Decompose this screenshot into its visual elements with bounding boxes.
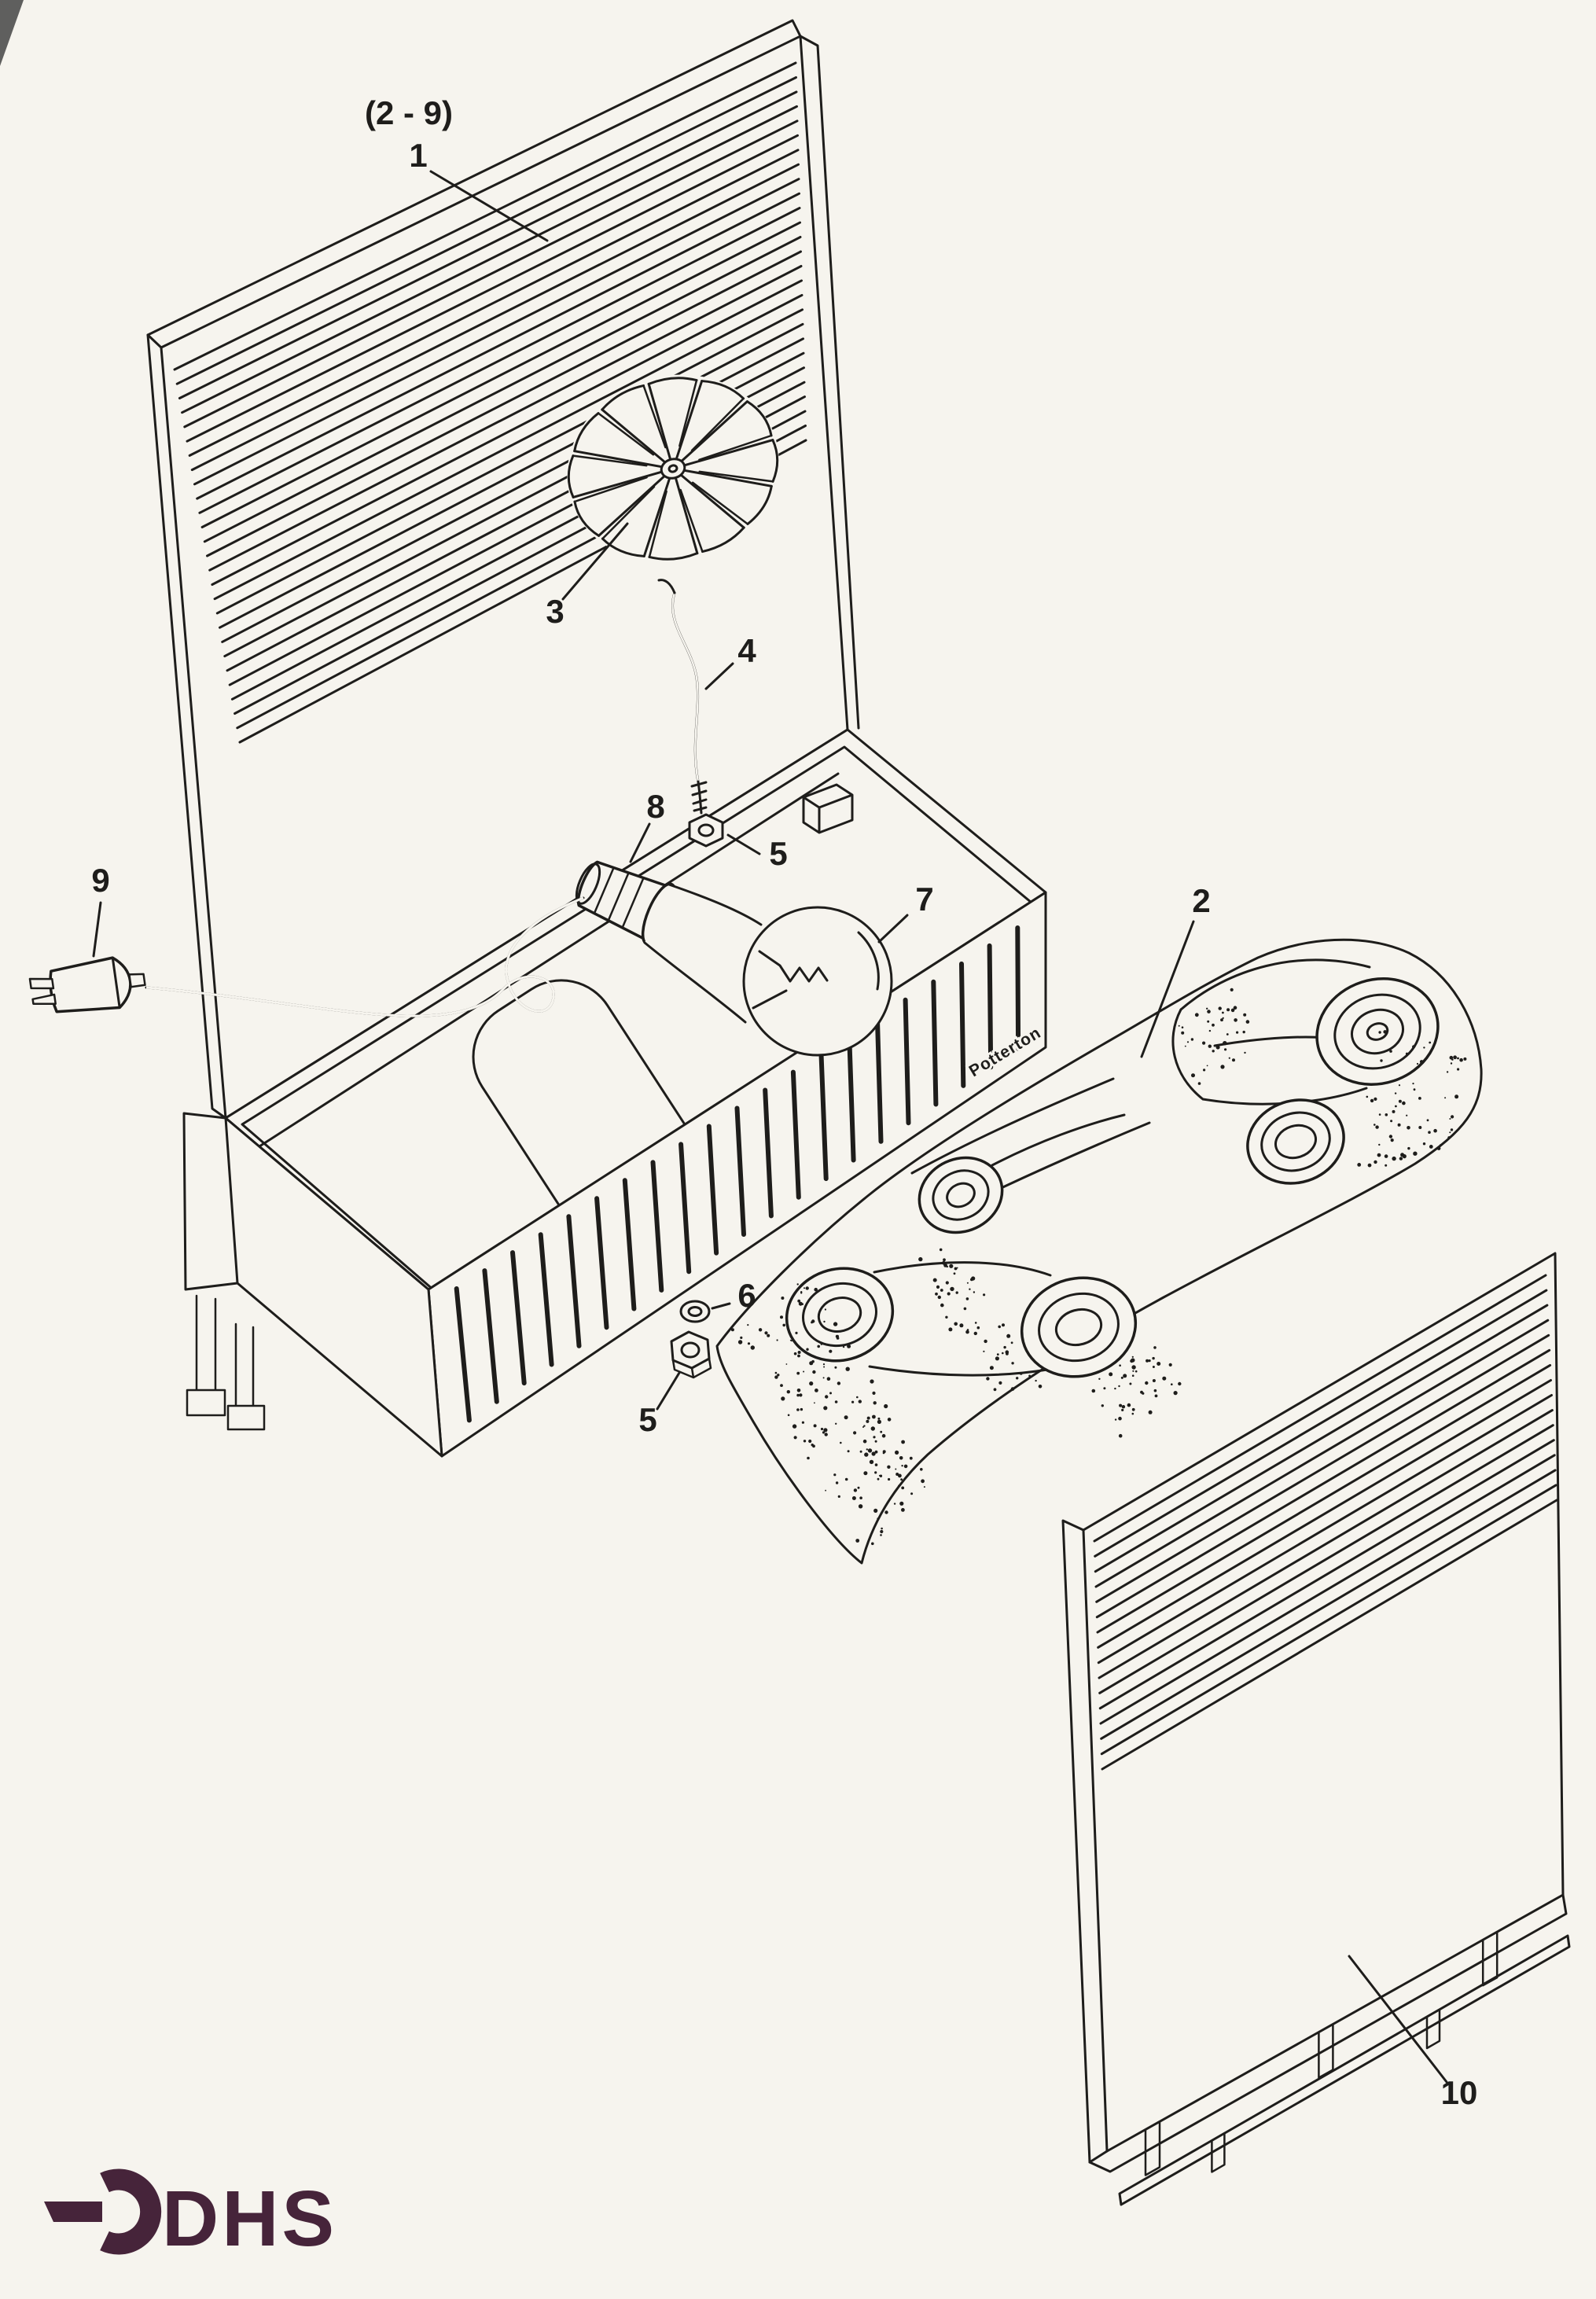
- leader-line-4: [704, 662, 734, 690]
- back-panel-assembly: [146, 19, 860, 1120]
- mid-log-edge: [991, 1113, 1126, 1167]
- holder-ridge: [621, 877, 645, 929]
- group-ref-label: (2 - 9): [365, 94, 453, 131]
- part-label-4: 4: [737, 632, 756, 669]
- top-log-upper-edge: [1179, 958, 1371, 1011]
- front-panel-left-edge: [1061, 1519, 1109, 2164]
- ribbed-grille: [173, 61, 807, 744]
- top-log-left-end: [1171, 1008, 1204, 1101]
- nut-5b-side: [671, 1357, 712, 1379]
- part-label-8: 8: [646, 788, 664, 825]
- front-panel-face: [1082, 1252, 1565, 2153]
- leader-line-7: [877, 914, 909, 944]
- spinner-fan: [567, 374, 779, 563]
- nut-5a-hex: [688, 813, 724, 848]
- nut-5b-hole: [680, 1341, 701, 1359]
- leader-line-9: [92, 901, 102, 958]
- bulb-filament: [752, 950, 829, 1010]
- part-label-9: 9: [91, 862, 109, 899]
- part-label-5b: 5: [638, 1401, 656, 1438]
- grain-line: [910, 1077, 1115, 1175]
- plug-cable-grip: [128, 973, 146, 988]
- leader-line-5a: [726, 833, 761, 855]
- logo-arrow-bar-icon: [44, 2202, 102, 2222]
- bulb-neck-fill: [645, 885, 761, 1022]
- bulb-neck-top: [667, 883, 763, 926]
- back-panel-top-edge: [146, 19, 802, 349]
- box-left-face: [224, 1116, 443, 1458]
- power-plug: [28, 956, 146, 1013]
- box-feet: [186, 1294, 266, 1431]
- dhs-logo: DHS: [44, 2168, 337, 2263]
- log-base-outline: [715, 938, 1483, 1565]
- vent-slots: [454, 925, 1021, 1423]
- log-end-rings-big: [1315, 977, 1440, 1086]
- leader-line-2: [1140, 920, 1195, 1058]
- washer-hole: [687, 1306, 703, 1317]
- leader-line-1: [429, 170, 549, 242]
- part-label-5a: 5: [769, 835, 787, 872]
- nut-5b: [670, 1330, 712, 1379]
- plug-detail-line: [111, 956, 121, 1010]
- base-rail: [1118, 1934, 1571, 2206]
- back-panel-right-edge: [799, 35, 860, 730]
- log-end-rings: [1020, 1276, 1138, 1378]
- thread-ticks: [690, 781, 708, 812]
- front-panel-bottom-edge: [1088, 1893, 1568, 2173]
- bulb-neck-bottom: [643, 941, 747, 1024]
- foot-right: [226, 1322, 266, 1431]
- part-label-2: 2: [1192, 882, 1210, 919]
- part-label-10: 10: [1441, 2074, 1478, 2111]
- heater-base-box: Potterton: [182, 728, 1047, 1458]
- leader-line-3: [561, 522, 629, 601]
- rod-hook-tip: [657, 579, 676, 594]
- callouts: (2 - 9) 1 3 4 5 8 7 9 6 5 2 10: [91, 94, 1477, 2111]
- part-label-3: 3: [546, 593, 564, 630]
- plug-body: [49, 956, 132, 1013]
- washer-outer: [679, 1300, 711, 1323]
- nut-5a: [688, 813, 724, 848]
- log-end-rings: [785, 1267, 895, 1363]
- rail-feet: [1211, 2008, 1441, 2173]
- bulb-globe: [742, 906, 893, 1057]
- leader-line-10: [1348, 1955, 1448, 2084]
- back-panel-left-edge: [146, 333, 227, 1120]
- front-panel-grille: [1093, 1274, 1558, 1771]
- part-label-7: 7: [915, 881, 933, 918]
- stipple-texture: [730, 988, 1467, 1546]
- washer-6: [679, 1300, 711, 1323]
- nut-5a-hole: [697, 823, 715, 837]
- bulb-highlight: [857, 931, 880, 991]
- leader-line-5b: [656, 1371, 681, 1411]
- foot-left: [186, 1294, 226, 1417]
- part-label-1: 1: [409, 137, 427, 174]
- light-bulb: [643, 883, 893, 1057]
- leader-line-8: [629, 822, 651, 863]
- box-left-outer-edge: [182, 1112, 239, 1291]
- logo-text: DHS: [162, 2175, 337, 2263]
- leader-line-6: [711, 1302, 731, 1310]
- holder-cap: [575, 863, 601, 905]
- scan-artifact: [0, 0, 24, 66]
- spindle-rod: [657, 579, 708, 815]
- power-cable: [145, 896, 585, 1017]
- holder-ridge: [607, 871, 630, 922]
- front-panel: [1061, 1252, 1571, 2206]
- floor-line: [258, 772, 840, 1148]
- plug-pin-top: [28, 977, 55, 990]
- holder-ridge: [593, 866, 615, 914]
- part-label-6: 6: [737, 1277, 756, 1314]
- nut-5b-hex: [670, 1330, 711, 1370]
- cable-core: [145, 896, 584, 1017]
- front-log-upper-edge: [873, 1261, 1052, 1277]
- front-log-lower-edge: [868, 1365, 1049, 1377]
- log-end-rings: [1246, 1098, 1345, 1185]
- logo-arrow-ring-icon: [100, 2168, 162, 2255]
- log-effect-moulding: [715, 938, 1483, 1565]
- mounting-bracket: [802, 783, 854, 834]
- plug-pin-bottom: [31, 993, 57, 1006]
- rod-core: [671, 592, 700, 782]
- panel-feet-tabs: [1144, 1930, 1499, 2176]
